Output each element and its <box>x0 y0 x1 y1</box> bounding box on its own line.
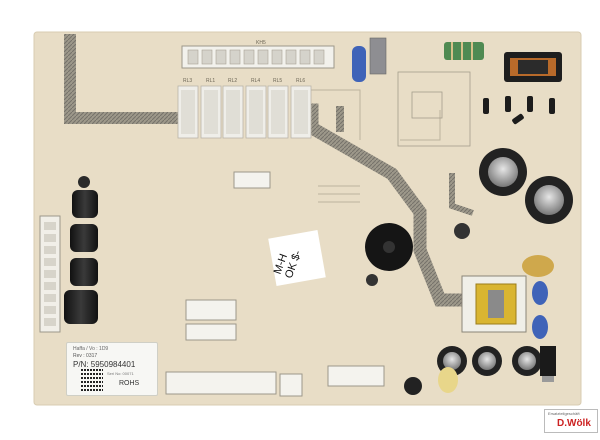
connector-kh1 <box>327 365 385 387</box>
connector-kh5-pins <box>187 49 325 65</box>
relay-bank: RL3 RL1 RL2 RL4 RL5 RL6 <box>177 78 312 139</box>
handwritten-label <box>268 230 326 286</box>
svg-text:RL4: RL4 <box>251 78 260 84</box>
product-sticker: Haffa / Vo : 1D9 Rev : 0317 P/N: 5950984… <box>66 342 158 396</box>
svg-text:RL2: RL2 <box>228 78 237 84</box>
watermark-logo: D.Wölk <box>557 418 591 429</box>
blue-cap-2 <box>532 315 548 339</box>
electrolytic-capacitors-bottom <box>366 223 542 395</box>
choke-inductor <box>504 52 562 82</box>
regulator-tab <box>542 376 554 382</box>
svg-text:RL1: RL1 <box>206 78 215 84</box>
voltage-regulator <box>540 346 556 376</box>
thin-traces <box>300 89 441 203</box>
diodes-row <box>483 96 555 125</box>
connector-kh4 <box>165 371 277 395</box>
label-kh5: KH5 <box>256 40 266 46</box>
watermark: Ersatzteilgeschäft D.Wölk <box>544 409 598 433</box>
varistor <box>438 367 458 393</box>
svg-text:RL5: RL5 <box>273 78 282 84</box>
qr-code-icon <box>81 369 103 391</box>
connector-kh3 <box>185 299 237 321</box>
sticker-rohs: ROHS <box>119 380 140 387</box>
sticker-part-number: P/N: 5950984401 <box>73 360 136 369</box>
pcb-board <box>33 31 582 406</box>
transformer <box>461 275 527 333</box>
blue-capacitor <box>352 46 366 82</box>
film-capacitor <box>369 37 387 75</box>
blue-cap-1 <box>532 281 548 305</box>
sticker-line-1: Haffa / Vo : 1D9 <box>73 346 109 352</box>
power-resistor <box>444 42 484 60</box>
electrolytic-capacitors-left <box>64 176 98 324</box>
copper-traces <box>64 34 474 307</box>
sticker-line-2: Rev : 0317 <box>73 353 98 359</box>
connector-kh2 <box>233 171 271 189</box>
regulator-pad <box>411 91 443 119</box>
svg-text:RL6: RL6 <box>296 78 305 84</box>
svg-text:RL3: RL3 <box>183 78 192 84</box>
watermark-line-1: Ersatzteilgeschäft <box>548 411 580 416</box>
connector-kh7 <box>279 373 303 397</box>
sticker-serial: Seri No: 00071 <box>107 371 134 376</box>
connector-left <box>39 215 61 333</box>
buzzer <box>365 223 413 271</box>
regulator-outline <box>397 71 471 147</box>
electrolytic-capacitors-large <box>479 148 573 224</box>
connector-kh6 <box>185 323 237 341</box>
tantalum-capacitor <box>522 255 554 277</box>
